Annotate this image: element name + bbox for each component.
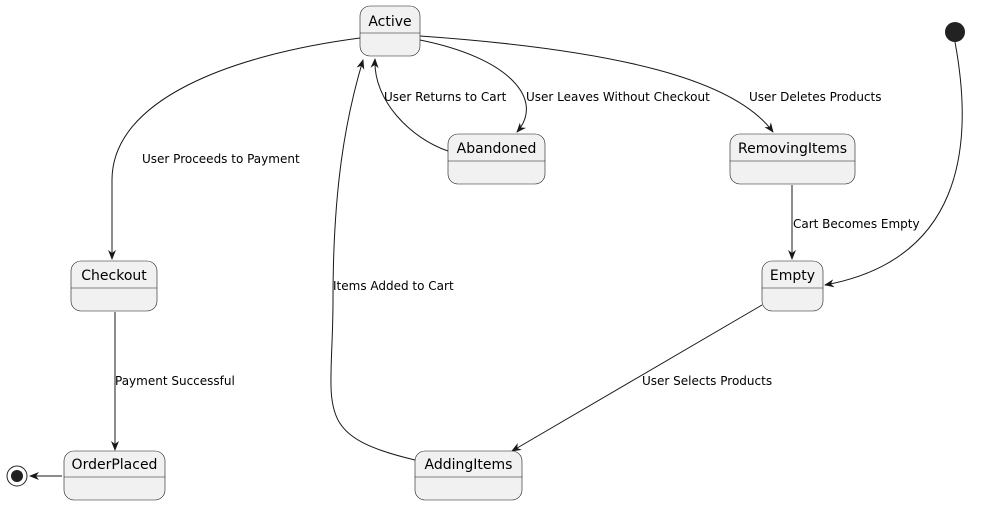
state-name-active: Active [368, 14, 411, 30]
edge-initial-to-empty [824, 41, 963, 288]
label-cart-becomes-empty: Cart Becomes Empty [793, 217, 920, 231]
label-payment-successful: Payment Successful [115, 374, 235, 388]
label-items-added-to-cart: Items Added to Cart [333, 279, 454, 293]
state-checkout: Checkout [70, 260, 158, 312]
transition-labels: User Proceeds to Payment User Returns to… [115, 90, 920, 388]
final-state-dot [11, 470, 23, 482]
label-user-proceeds-to-payment: User Proceeds to Payment [142, 152, 300, 166]
label-user-deletes-products: User Deletes Products [749, 90, 881, 104]
edge-active-to-removing [419, 35, 774, 133]
state-name-checkout: Checkout [81, 268, 147, 284]
label-user-selects-products: User Selects Products [642, 374, 772, 388]
state-abandoned: Abandoned [447, 133, 546, 185]
state-name-adding-items: AddingItems [425, 457, 513, 473]
state-name-abandoned: Abandoned [457, 141, 537, 157]
state-order-placed: OrderPlaced [63, 450, 166, 501]
label-user-returns-to-cart: User Returns to Cart [384, 90, 507, 104]
edge-active-to-checkout [108, 37, 361, 260]
state-active: Active [359, 5, 421, 57]
initial-state-dot [945, 22, 965, 42]
edge-abandoned-to-active [370, 58, 449, 152]
state-name-removing-items: RemovingItems [738, 141, 847, 157]
label-user-leaves-without-checkout: User Leaves Without Checkout [526, 90, 710, 104]
state-removing-items: RemovingItems [729, 133, 856, 185]
state-name-order-placed: OrderPlaced [72, 457, 158, 473]
state-empty: Empty [761, 260, 824, 312]
edge-empty-to-adding [511, 304, 763, 452]
edge-active-to-abandoned [419, 39, 527, 133]
state-name-empty: Empty [770, 268, 815, 284]
final-state [6, 465, 28, 487]
transition-edges [29, 35, 963, 480]
final-state-ring [6, 465, 28, 487]
edge-adding-to-active [330, 59, 416, 461]
state-adding-items: AddingItems [414, 450, 523, 501]
